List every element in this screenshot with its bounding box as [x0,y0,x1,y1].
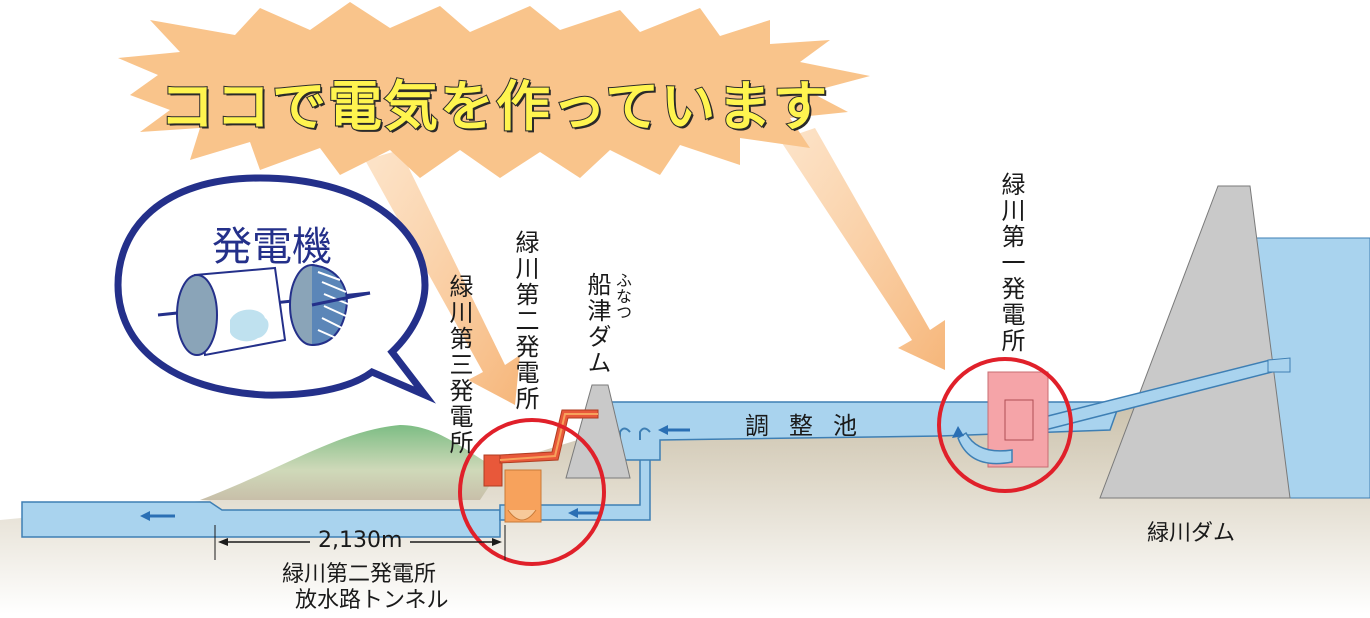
pointer-arrow-to-plant2 [365,150,520,405]
plant2-turbine [507,509,537,521]
hill [200,425,500,500]
plant1-label: 緑川第一発電所 [997,172,1025,354]
reservoir-flow-arrowhead [658,425,668,435]
highlight-plant1 [937,357,1073,493]
distance-marker [214,525,506,560]
pointer-arrow-to-plant1 [780,128,945,370]
river-flow-arrowhead [140,511,150,521]
highlight-plant2 [458,418,606,566]
reservoir-label: 調整池 [745,412,877,440]
distance-label: 2,130m [318,528,403,553]
plant3-block [483,454,503,487]
ground [0,330,1370,614]
tunnel-flow-arrowhead [568,508,578,518]
banner-headline: ココで電気を作っています [159,74,830,139]
midorikawa-dam [1099,185,1291,499]
tunnel-label-line1: 緑川第二発電所 [282,562,437,587]
funatsu-ruby: ふなつ [613,272,632,320]
midorikawa-dam-label: 緑川ダム [1147,521,1236,546]
plant1-draft-tube [957,431,1013,465]
generator-icon [157,264,371,357]
generator-title: 発電機 [212,224,332,270]
intake-hook [639,427,651,440]
plant1-flow-arrowhead [952,426,964,438]
plant3-label: 緑川第三発電所 [445,274,473,456]
penstock-2 [499,409,599,464]
funatsu-dam [565,384,631,479]
funatsu-dam-label: 船津ダム [583,272,611,376]
dam-intake [1267,357,1291,373]
plant1-unit [1004,399,1034,441]
tunnel-label-line2: 放水路トンネル [295,588,449,613]
intake-hook-2 [619,427,631,440]
penstock-2-inner [499,413,598,461]
plant2-label: 緑川第二発電所 [511,230,539,412]
starburst [118,2,870,178]
